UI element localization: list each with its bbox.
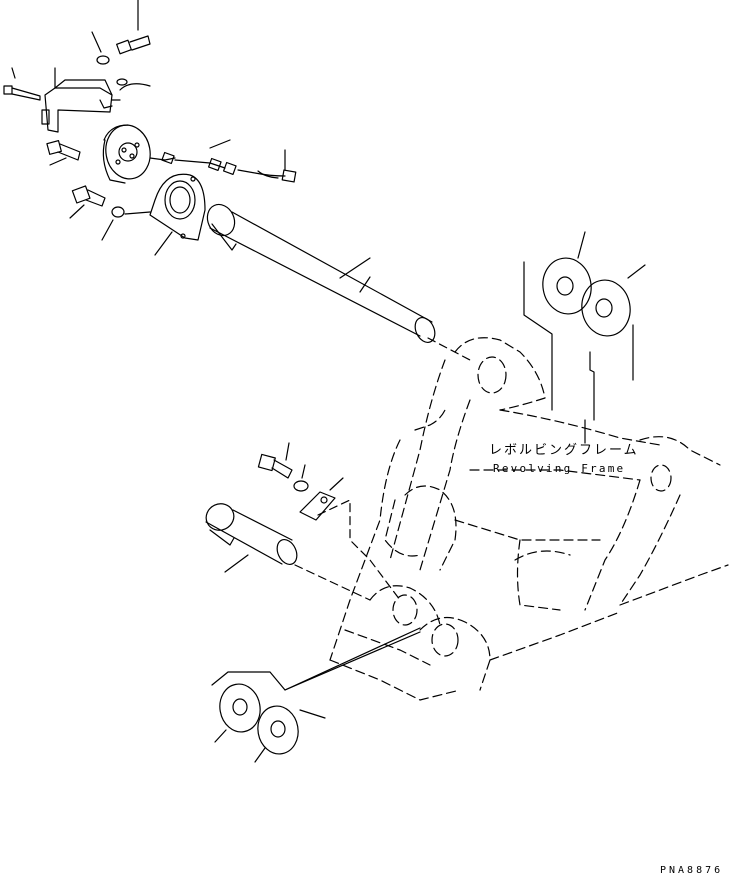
sensor-unit xyxy=(102,124,297,184)
revolving-frame-outline xyxy=(329,337,729,701)
bracket xyxy=(11,67,151,133)
lower-washer xyxy=(101,206,151,241)
left-long-bolt xyxy=(3,85,41,101)
short-pin xyxy=(205,503,371,601)
pin-lock-bolt xyxy=(257,442,309,492)
revolving-frame-label-japanese: レボルビングフレーム xyxy=(489,443,639,458)
stopper-plate xyxy=(299,477,401,601)
long-pin xyxy=(206,203,471,361)
lower-washers xyxy=(211,627,421,763)
flange-plate xyxy=(149,173,206,256)
lower-bolt xyxy=(69,185,106,219)
top-washer xyxy=(91,31,128,86)
top-bolt xyxy=(116,0,151,55)
upper-washers xyxy=(523,231,646,421)
revolving-frame-label-english: Revolving Frame xyxy=(493,462,626,475)
middle-bolt xyxy=(46,140,81,166)
drawing-code: PNA8876 xyxy=(660,865,724,876)
